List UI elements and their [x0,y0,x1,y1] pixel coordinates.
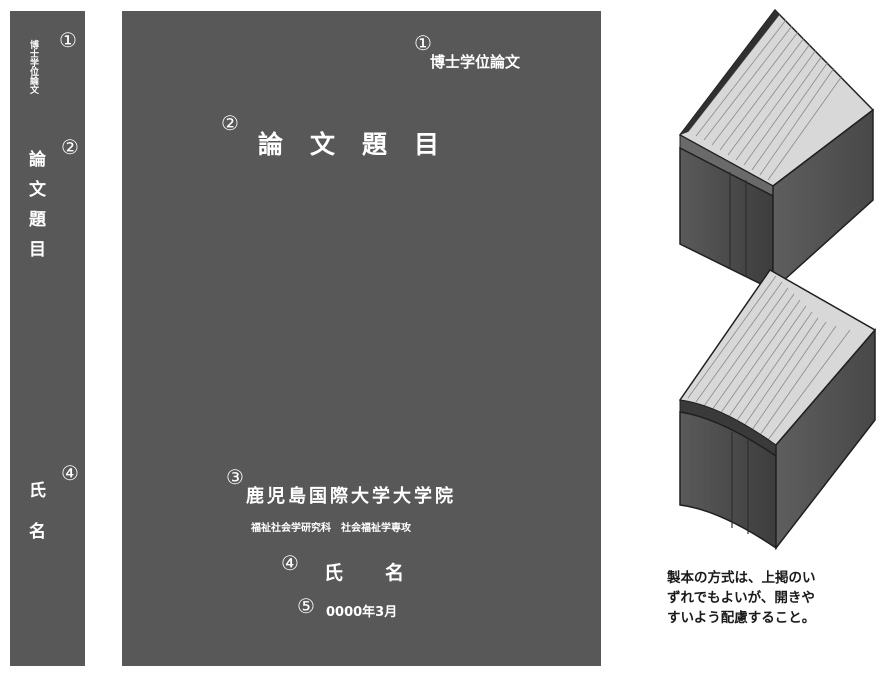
cover-thesis-title: 論文題目 [258,130,467,159]
thesis-cover [122,11,601,666]
spine-author-name: 氏名 [25,481,45,563]
cover-author-name: 氏名 [324,562,447,584]
cover-marker-3: ③ [226,465,244,489]
cover-department: 福祉社会学研究科 社会福祉学専攻 [251,523,411,534]
note-line: 製本の方式は、上掲のい [667,570,816,586]
cover-school-name: 鹿児島国際大学大学院 [246,486,456,507]
book-illustration-1 [678,8,875,292]
cover-marker-5: ⑤ [297,594,315,618]
bound-book-illustrations [678,8,877,551]
spine-degree-label: 博士学位論文 [28,40,38,94]
spine-marker-2: ② [61,135,79,159]
cover-date: 0000年3月 [326,605,398,620]
cover-marker-2: ② [221,111,239,135]
thesis-spine [10,11,85,666]
note-line: ずれでもよいが、開きや [667,590,815,606]
spine-thesis-title: 論文題目 [25,150,45,270]
spine-marker-1: ① [59,28,77,52]
spine-marker-4: ④ [61,461,79,485]
binding-note: 製本の方式は、上掲のい ずれでもよいが、開きや すいよう配慮すること。 [667,568,881,628]
note-line: すいよう配慮すること。 [667,610,816,626]
book-illustration-2 [678,269,877,551]
cover-degree-label: 博士学位論文 [430,53,521,71]
cover-marker-4: ④ [281,551,299,575]
cover-marker-1: ① [414,31,432,55]
